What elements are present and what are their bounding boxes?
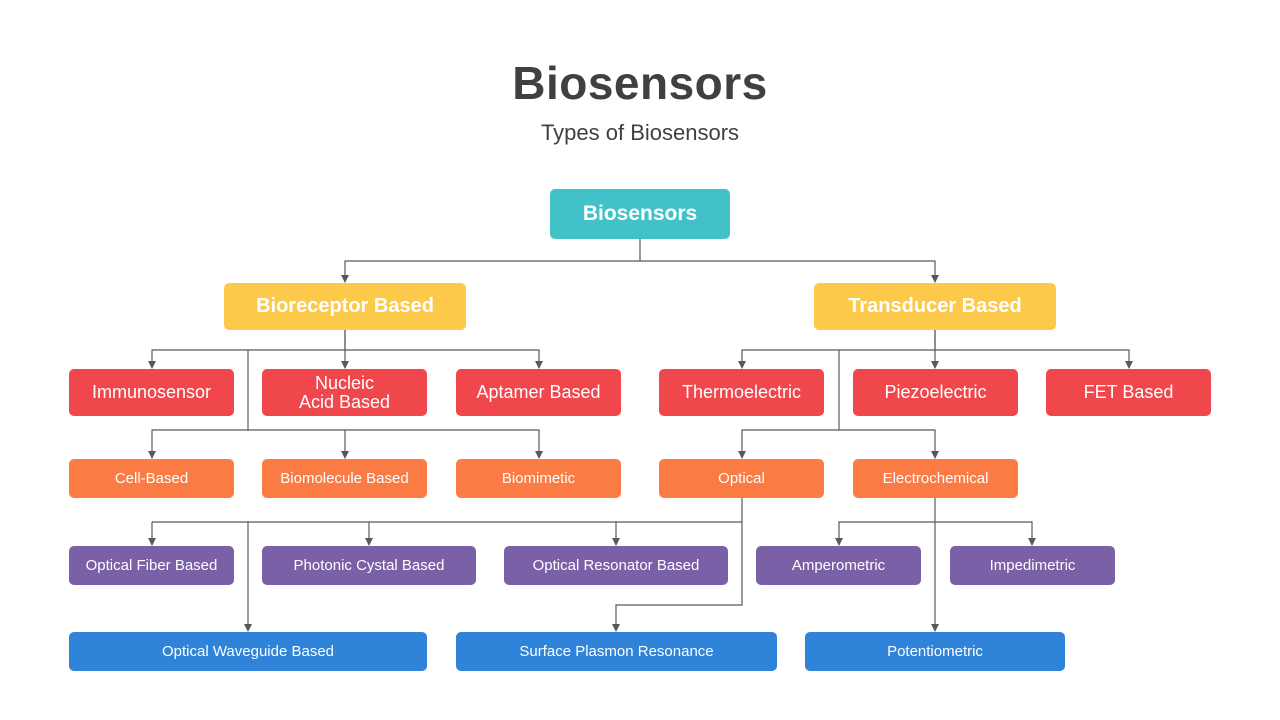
connector-root-to-transducer [640, 260, 939, 283]
node-nucleic-acid-based: Nucleic Acid Based [262, 369, 427, 416]
node-optical: Optical [659, 459, 824, 498]
node-amperometric: Amperometric [756, 546, 921, 585]
connector-electrochemical-to-impedimetric [935, 521, 1036, 546]
node-biomolecule-based: Biomolecule Based [262, 459, 427, 498]
connector-optical-bus [152, 498, 743, 523]
node-immunosensor: Immunosensor [69, 369, 234, 416]
connector-root-to-bioreceptor [341, 239, 641, 283]
node-potentiometric: Potentiometric [805, 632, 1065, 671]
node-optical-fiber-based: Optical Fiber Based [69, 546, 234, 585]
node-bioreceptor-based: Bioreceptor Based [224, 283, 466, 330]
node-optical-waveguide-based: Optical Waveguide Based [69, 632, 427, 671]
node-piezoelectric: Piezoelectric [853, 369, 1018, 416]
node-aptamer-based: Aptamer Based [456, 369, 621, 416]
connector-electrochemical-to-amperometric [835, 498, 936, 546]
node-fet-based: FET Based [1046, 369, 1211, 416]
connector-bioreceptor-to-cell-based [148, 429, 248, 459]
node-cell-based: Cell-Based [69, 459, 234, 498]
connector-bioreceptor-to-biomolecule [248, 429, 349, 459]
page-subtitle: Types of Biosensors [540, 120, 740, 145]
node-thermoelectric: Thermoelectric [659, 369, 824, 416]
node-photonic-crystal-based: Photonic Cystal Based [262, 546, 476, 585]
connector-transducer-to-electrochemical [839, 429, 939, 459]
node-biomimetic: Biomimetic [456, 459, 621, 498]
node-impedimetric: Impedimetric [950, 546, 1115, 585]
connector-bioreceptor-to-biomimetic [345, 429, 543, 459]
connector-transducer-to-fet [935, 349, 1133, 369]
node-electrochemical: Electrochemical [853, 459, 1018, 498]
page-title: Biosensors [512, 57, 768, 109]
connector-optical-to-surface-plasmon [612, 522, 743, 632]
node-surface-plasmon-resonance: Surface Plasmon Resonance [456, 632, 777, 671]
node-biosensors-root: Biosensors [550, 189, 730, 239]
connector-bioreceptor-to-aptamer [345, 349, 543, 369]
connector-transducer-to-optical [738, 429, 839, 459]
node-transducer-based: Transducer Based [814, 283, 1056, 330]
node-optical-resonator-based: Optical Resonator Based [504, 546, 728, 585]
